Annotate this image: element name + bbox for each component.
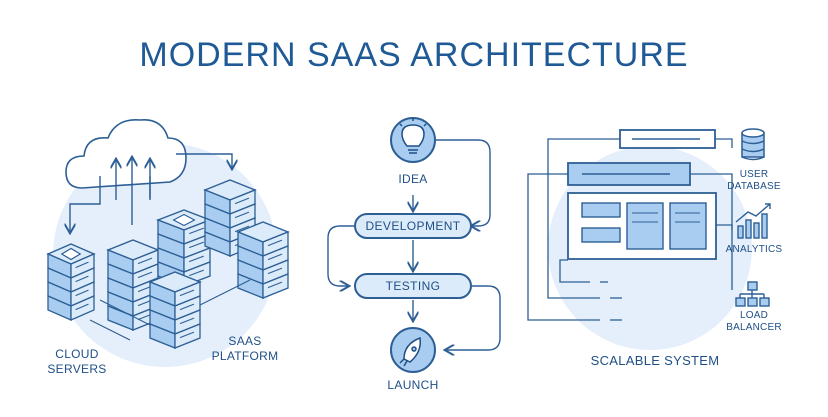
server-stack [203,179,257,257]
system-connectors [527,138,733,321]
user-database-label-line2: DATABASE [727,181,781,192]
analytics-label: ANALYTICS [725,244,783,255]
cloud-icon [65,119,187,189]
load-balancer-label: LOAD BALANCER [720,310,788,334]
flow-connectors [327,139,501,350]
development-stage: DEVELOPMENT [354,213,472,239]
hierarchy-icon [735,281,770,307]
cloud-arrows [70,153,232,232]
user-database-label: USER DATABASE [722,169,786,193]
launch-node [390,327,436,373]
launch-label: LAUNCH [387,378,439,392]
load-balancer-label-line1: LOAD [739,310,769,321]
testing-stage: TESTING [354,273,472,299]
lightbulb-icon [399,118,427,154]
idea-label: IDEA [398,172,428,186]
server-stack [156,209,212,287]
scalable-system-label: SCALABLE SYSTEM [590,353,720,368]
server-stacks [46,179,290,349]
cloud-servers-label-line1: CLOUD [55,347,99,361]
cloud-servers-label-line2: SERVERS [47,362,107,376]
saas-platform-label-line2: PLATFORM [211,349,279,363]
server-stack [46,243,96,321]
dashboard-window [567,192,717,260]
page-title: MODERN SAAS ARCHITECTURE [139,36,689,74]
rocket-icon [399,336,422,367]
server-stack [236,221,290,299]
analytics-icon [735,203,771,239]
user-database-label-line1: USER [739,169,769,180]
saas-platform-label: SAAS PLATFORM [205,334,285,364]
load-balancer-label-line2: BALANCER [726,322,782,333]
idea-node [390,117,436,163]
server-stack [148,271,202,349]
cloud-servers-label: CLOUD SERVERS [42,347,112,377]
saas-platform-label-line1: SAAS [228,334,262,348]
database-icon [741,128,765,161]
server-network-lines [89,279,251,341]
server-stack [106,239,160,331]
